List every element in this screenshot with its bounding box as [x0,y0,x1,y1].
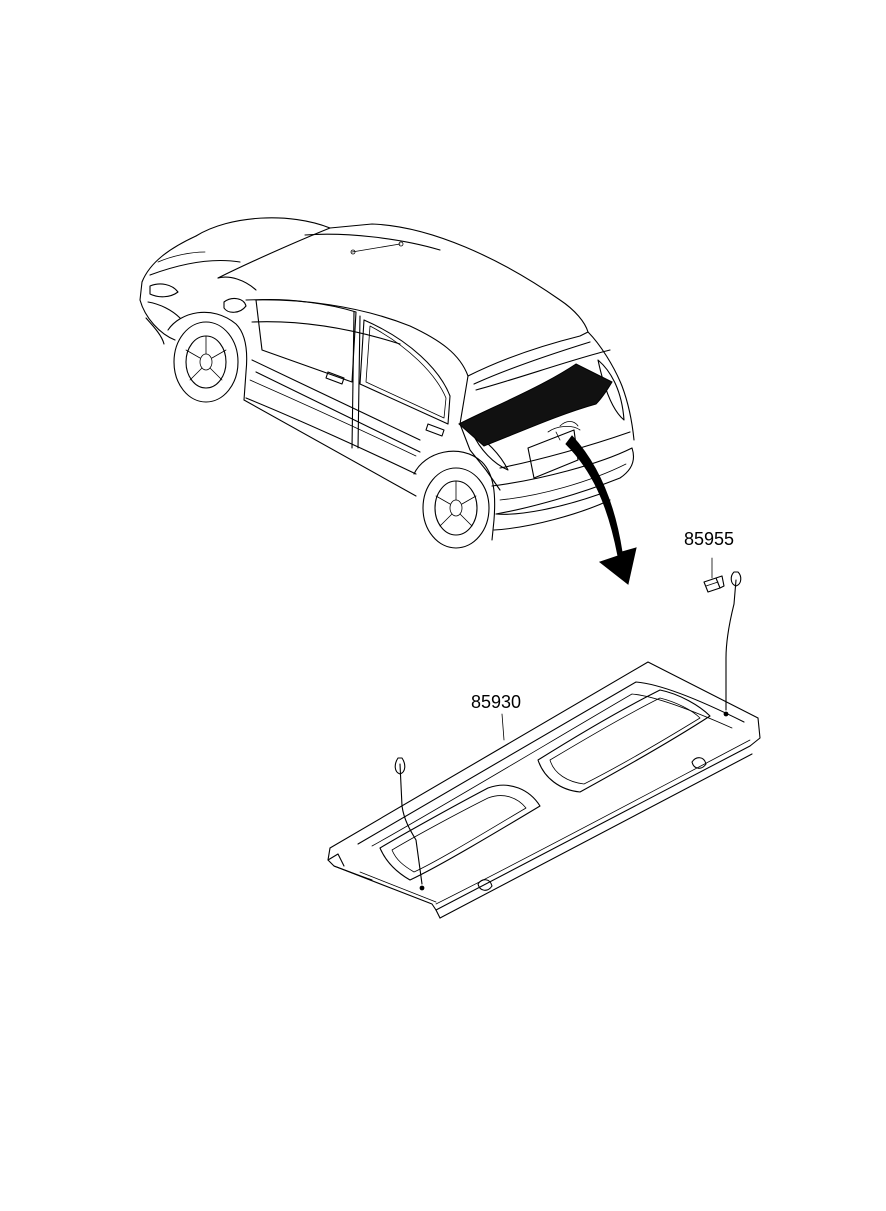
luggage-shelf-85930 [327,571,761,919]
car-illustration [139,217,637,585]
callout-85930: 85930 [471,692,521,712]
callout-85955: 85955 [684,529,734,549]
hook-bolt-85955 [703,557,725,593]
